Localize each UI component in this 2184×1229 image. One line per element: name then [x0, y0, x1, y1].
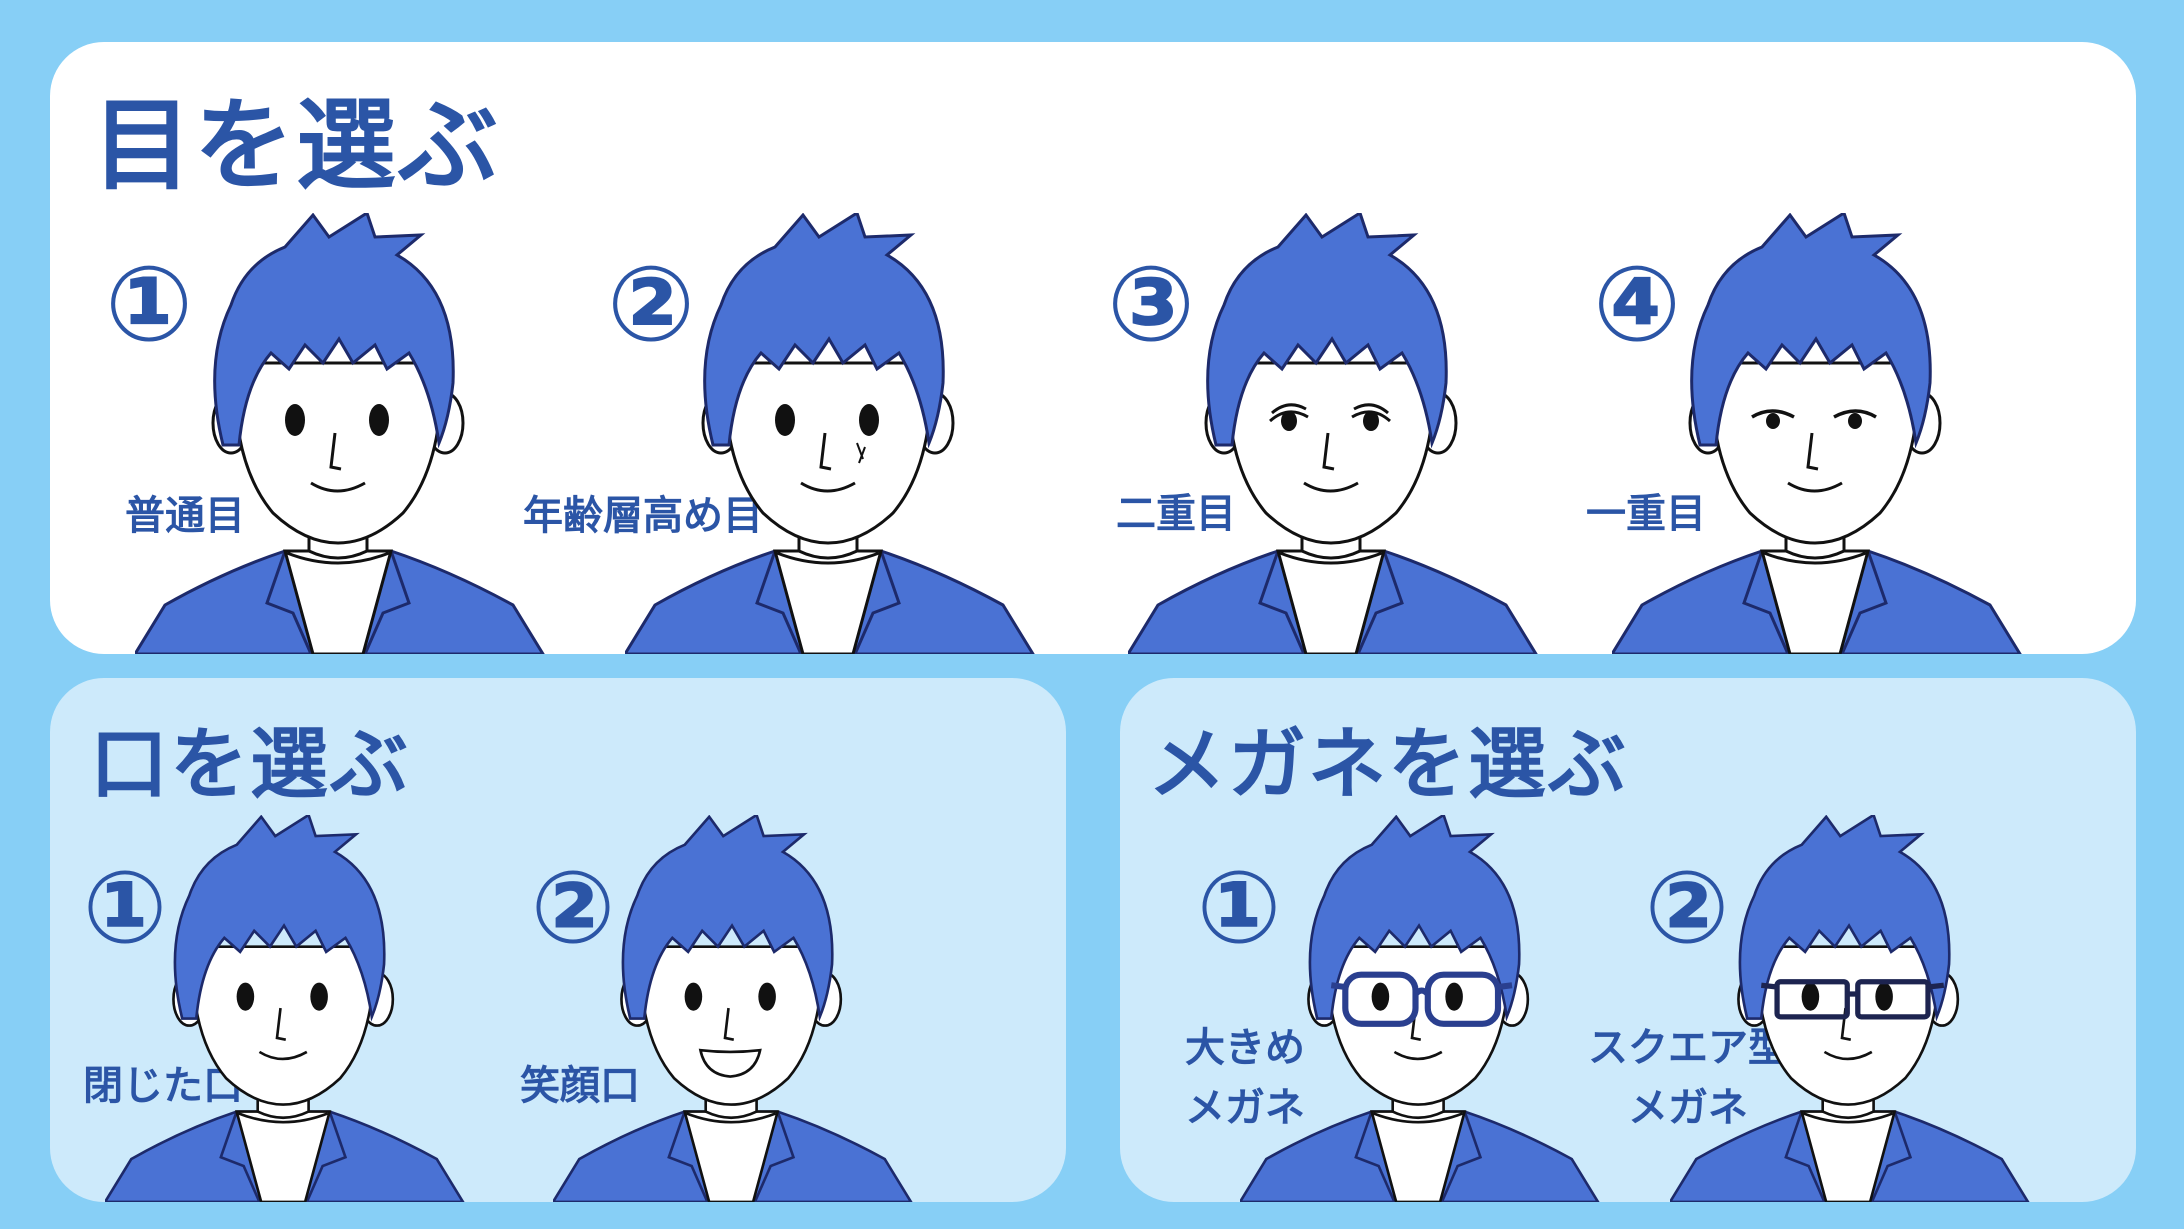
glasses-section-title: メガネを選ぶ: [1148, 720, 1629, 810]
eyes-section-title: 目を選ぶ: [92, 87, 500, 204]
avatar-eyes-mature[interactable]: [625, 213, 1065, 654]
eyes-option-4-number: ④: [1592, 243, 1682, 365]
eyes-option-2-label: 年齢層高め目: [523, 493, 763, 539]
eyes-option-3-number: ③: [1106, 243, 1196, 365]
avatar-glasses-square[interactable]: [1670, 815, 2090, 1202]
mouth-option-1-number: ①: [82, 849, 168, 966]
glasses-option-2-number: ②: [1644, 849, 1730, 966]
avatar-eyes-single[interactable]: [1612, 213, 2052, 654]
avatar-eyes-normal[interactable]: [135, 213, 575, 654]
mouth-option-2-number: ②: [530, 849, 616, 966]
glasses-panel: [1120, 678, 2136, 1202]
eyes-option-2-number: ②: [606, 243, 696, 365]
glasses-option-2-label-line1: スクエア型: [1588, 1025, 1788, 1071]
glasses-option-1-label-line2: メガネ: [1185, 1085, 1305, 1131]
avatar-mouth-closed[interactable]: [105, 815, 525, 1202]
mouth-option-2-label: 笑顔口: [520, 1063, 640, 1109]
mouth-section-title: 口を選ぶ: [90, 720, 411, 810]
glasses-option-1-number: ①: [1196, 849, 1282, 966]
glasses-option-2-label-line2: メガネ: [1628, 1085, 1748, 1131]
eyes-option-3-label: 二重目: [1116, 491, 1236, 537]
mouth-option-1-label: 閉じた口: [83, 1063, 243, 1109]
glasses-option-1-label-line1: 大きめ: [1185, 1025, 1305, 1071]
eyes-option-4-label: 一重目: [1586, 491, 1706, 537]
glasses-option-1-label: 大きめ メガネ: [1170, 1018, 1320, 1138]
avatar-mouth-smile[interactable]: [553, 815, 973, 1202]
glasses-option-2-label: スクエア型 メガネ: [1570, 1018, 1806, 1138]
eyes-option-1-number: ①: [104, 243, 194, 365]
avatar-eyes-double[interactable]: [1128, 213, 1568, 654]
eyes-option-1-label: 普通目: [125, 493, 245, 539]
avatar-glasses-big[interactable]: [1240, 815, 1660, 1202]
